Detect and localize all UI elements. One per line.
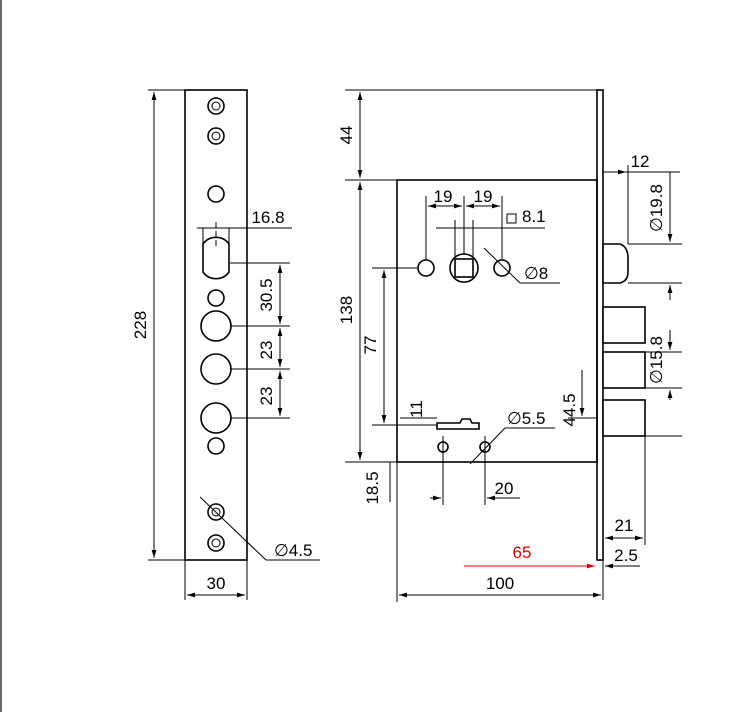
window-border: [0, 0, 2, 712]
dead-bolt-2: [602, 351, 646, 389]
lockbody-front-plate: [596, 89, 604, 561]
dim-latch-hole: 16.8: [251, 208, 284, 227]
dim-spindle-height: 77: [361, 336, 380, 355]
dim-screw-hole: ∅4.5: [274, 541, 312, 560]
dim-spacing-3: 23: [257, 387, 276, 406]
dim-spindle-hole: ∅8: [524, 264, 548, 283]
faceplate-view: 228 30 16.8 30.5 23 23 ∅4.5: [131, 89, 320, 600]
spindle-hole-left: [417, 259, 435, 277]
faceplate-bolt-hole-2: [200, 353, 232, 385]
dim-plate-offset: 2.5: [614, 546, 638, 565]
dim-cylinder-spacing: 20: [495, 479, 514, 498]
dim-bolt-diameter: ∅15.8: [647, 336, 666, 384]
dim-backset: 65: [513, 543, 532, 562]
dim-faceplate-height: 228: [131, 311, 150, 339]
dim-latch-diameter: ∅19.8: [647, 184, 666, 232]
faceplate-small-hole-1: [207, 289, 225, 307]
dim-faceplate-width: 30: [207, 574, 226, 593]
cylinder-slot: [436, 418, 480, 430]
latch-bolt: [602, 243, 629, 284]
dim-bolt-height: 44.5: [560, 393, 579, 426]
dead-bolt-3: [602, 399, 646, 437]
dim-bolt-throw: 21: [615, 516, 634, 535]
dim-plate-thickness: 12: [631, 152, 650, 171]
faceplate-small-hole-2: [207, 437, 225, 455]
dim-spindle-left: 19: [434, 187, 453, 206]
dim-spacing-1: 30.5: [257, 278, 276, 311]
dim-body-width: 100: [486, 574, 514, 593]
dim-spacing-2: 23: [257, 341, 276, 360]
faceplate-bottom-screw-2: [207, 534, 225, 552]
dead-bolt-1: [602, 306, 646, 344]
dim-spindle-right: 19: [474, 187, 493, 206]
dim-bottom-offset: 18.5: [363, 471, 382, 504]
faceplate-latch-hole: [202, 236, 230, 280]
dim-cylinder-hole: ∅5.5: [507, 409, 545, 428]
faceplate-top-screw-2: [207, 127, 225, 145]
faceplate-bolt-hole-3: [200, 402, 232, 434]
dim-cylinder-offset: 11: [407, 400, 426, 418]
faceplate-bolt-hole-1: [200, 310, 232, 342]
faceplate-pin-hole: [207, 185, 225, 203]
spindle-hole-right: [493, 259, 511, 277]
faceplate-bottom-screw-1: [207, 503, 225, 521]
faceplate-top-screw-1: [207, 97, 225, 115]
square-symbol-icon: [506, 213, 517, 224]
lockbody-view: 44 138 77 18.5 19 19 8.1 ∅8 11: [337, 89, 682, 602]
dim-square-spindle: 8.1: [522, 207, 546, 226]
square-spindle: [454, 258, 474, 278]
dim-body-height: 138: [337, 296, 356, 324]
faceplate-outline: [184, 89, 248, 561]
dim-top-offset: 44: [337, 126, 356, 145]
